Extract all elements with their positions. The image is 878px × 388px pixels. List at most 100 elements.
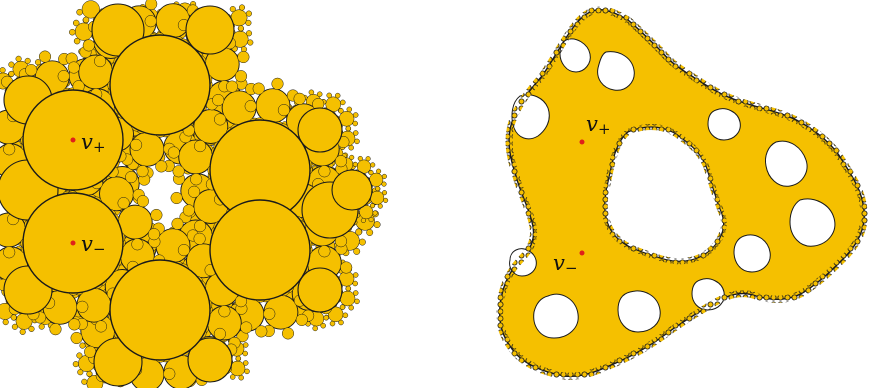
left-small-disk bbox=[340, 262, 352, 274]
left-small-disk bbox=[359, 239, 365, 245]
left-small-disk bbox=[383, 198, 388, 203]
left-small-disk bbox=[25, 64, 37, 76]
left-small-disk bbox=[58, 70, 70, 82]
left-small-disk bbox=[243, 361, 248, 366]
right-limit-set bbox=[500, 10, 865, 377]
left-small-disk bbox=[212, 94, 224, 106]
left-small-disk bbox=[87, 371, 93, 377]
left-small-disk bbox=[238, 26, 244, 32]
left-small-disk bbox=[194, 220, 206, 232]
left-small-disk bbox=[235, 70, 247, 82]
left-small-disk bbox=[243, 351, 248, 356]
left-small-disk bbox=[74, 38, 80, 44]
left-small-disk bbox=[168, 147, 180, 159]
left-small-disk bbox=[151, 209, 163, 221]
left-medium-disk bbox=[298, 268, 342, 312]
left-small-disk bbox=[132, 239, 144, 251]
left-small-disk bbox=[317, 92, 322, 97]
left-v-plus-base: v bbox=[81, 130, 93, 154]
left-small-disk bbox=[353, 273, 358, 278]
left-small-disk bbox=[84, 346, 96, 358]
left-small-disk bbox=[125, 171, 137, 183]
left-small-disk bbox=[346, 286, 351, 291]
left-point-v-minus bbox=[71, 241, 76, 246]
left-small-disk bbox=[340, 100, 345, 105]
left-small-disk bbox=[319, 246, 331, 258]
left-small-disk bbox=[35, 59, 41, 65]
left-small-disk bbox=[39, 51, 51, 63]
left-point-v-plus bbox=[71, 138, 76, 143]
left-small-disk bbox=[246, 11, 252, 17]
right-v-plus-sub: + bbox=[598, 120, 611, 138]
left-small-disk bbox=[309, 90, 314, 95]
left-small-disk bbox=[319, 166, 331, 178]
left-small-disk bbox=[353, 121, 358, 126]
left-small-disk bbox=[378, 204, 383, 209]
right-hole-11 bbox=[708, 109, 740, 140]
left-small-disk bbox=[172, 218, 184, 230]
left-small-disk bbox=[230, 6, 236, 12]
left-small-disk bbox=[243, 343, 248, 348]
left-small-disk bbox=[373, 211, 378, 216]
left-small-disk bbox=[255, 326, 267, 338]
left-small-disk bbox=[77, 9, 83, 15]
left-small-disk bbox=[164, 368, 176, 380]
left-small-disk bbox=[9, 71, 15, 77]
right-v-minus-sub: − bbox=[565, 259, 578, 277]
left-small-disk bbox=[382, 190, 387, 195]
left-small-disk bbox=[83, 17, 89, 23]
left-small-disk bbox=[335, 155, 347, 167]
left-small-disk bbox=[69, 319, 81, 331]
left-medium-disk bbox=[332, 170, 372, 210]
left-small-disk bbox=[71, 332, 83, 344]
left-small-disk bbox=[278, 104, 290, 116]
left-small-disk bbox=[219, 306, 231, 318]
left-small-disk bbox=[82, 379, 88, 385]
left-small-disk bbox=[354, 248, 360, 254]
left-v-minus-base: v bbox=[81, 232, 93, 256]
left-small-disk bbox=[137, 195, 149, 207]
left-small-disk bbox=[238, 51, 250, 63]
left-small-disk bbox=[68, 62, 80, 74]
right-hole-7 bbox=[618, 291, 660, 332]
left-small-disk bbox=[370, 203, 375, 208]
left-small-disk bbox=[272, 78, 284, 90]
left-small-disk bbox=[335, 93, 340, 98]
left-small-disk bbox=[239, 375, 244, 380]
left-small-disk bbox=[130, 139, 142, 151]
left-medium-disk bbox=[298, 108, 342, 152]
left-small-disk bbox=[248, 40, 254, 46]
left-small-disk bbox=[73, 20, 79, 26]
left-v-minus-sub: − bbox=[93, 240, 106, 258]
left-small-disk bbox=[353, 113, 358, 118]
left-small-disk bbox=[339, 320, 344, 325]
left-small-disk bbox=[156, 161, 168, 173]
left-small-disk bbox=[80, 343, 86, 349]
left-small-disk bbox=[330, 321, 335, 326]
left-small-disk bbox=[230, 375, 235, 380]
left-small-disk bbox=[16, 56, 22, 62]
left-small-disk bbox=[327, 93, 332, 98]
left-small-disk bbox=[78, 369, 84, 375]
left-small-disk bbox=[358, 156, 363, 161]
left-small-disk bbox=[374, 221, 380, 227]
left-small-disk bbox=[137, 165, 149, 177]
left-large-disk bbox=[110, 260, 210, 360]
left-small-disk bbox=[188, 186, 200, 198]
left-small-disk bbox=[253, 83, 265, 95]
left-small-disk bbox=[20, 329, 26, 335]
left-small-disk bbox=[236, 356, 241, 361]
left-small-disk bbox=[375, 186, 380, 191]
left-small-disk bbox=[349, 145, 354, 150]
left-small-disk bbox=[9, 62, 15, 68]
left-small-disk bbox=[178, 244, 190, 256]
left-small-disk bbox=[239, 5, 245, 11]
left-small-disk bbox=[246, 31, 252, 37]
left-small-disk bbox=[347, 107, 352, 112]
left-large-disk bbox=[210, 200, 310, 300]
left-small-disk bbox=[321, 323, 326, 328]
left-small-disk bbox=[382, 182, 387, 187]
left-small-disk bbox=[346, 126, 351, 131]
left-small-disk bbox=[83, 40, 95, 52]
left-small-disk bbox=[382, 174, 387, 179]
